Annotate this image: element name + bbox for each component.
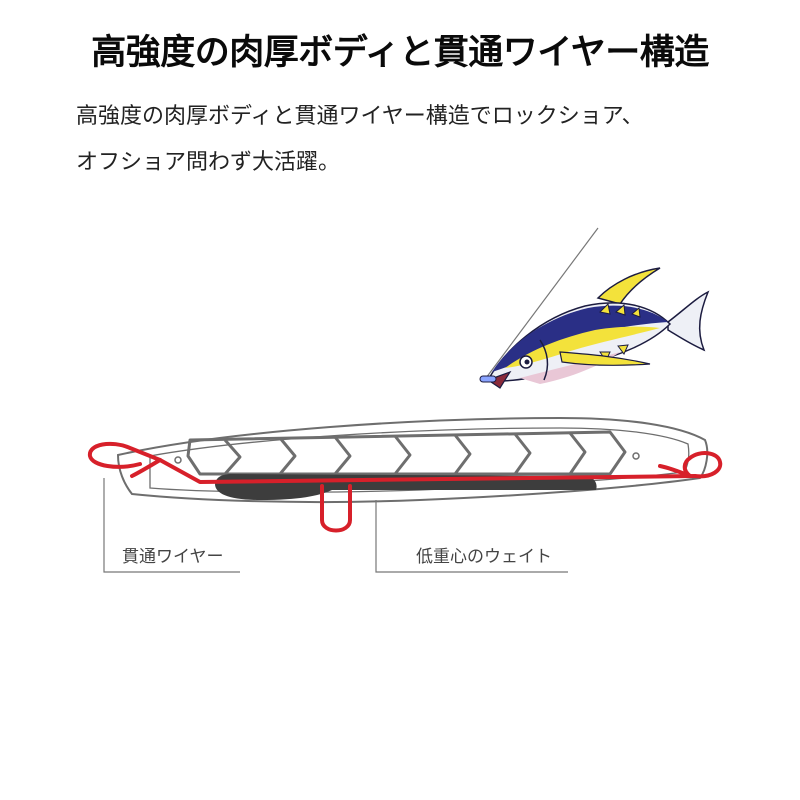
wire-callout-line [103,478,240,573]
nose-screw [174,456,182,464]
weight-callout-line [375,500,568,573]
low-center-weight-label: 低重心のウェイト [416,547,552,567]
description: 高強度の肉厚ボディと貫通ワイヤー構造でロックショア、 オフショア問わず大活躍。 [76,94,756,186]
through-wire [88,441,723,533]
tail-screw [632,452,640,460]
internal-ribs [186,430,627,476]
description-line-2: オフショア問わず大活躍。 [76,150,341,175]
fishing-line [485,227,599,379]
tuna-illustration [479,267,710,389]
through-wire-label: 貫通ワイヤー [122,547,224,567]
description-line-1: 高強度の肉厚ボディと貫通ワイヤー構造でロックショア、 [76,104,644,129]
page-title: 高強度の肉厚ボディと貫通ワイヤー構造 [91,33,709,73]
